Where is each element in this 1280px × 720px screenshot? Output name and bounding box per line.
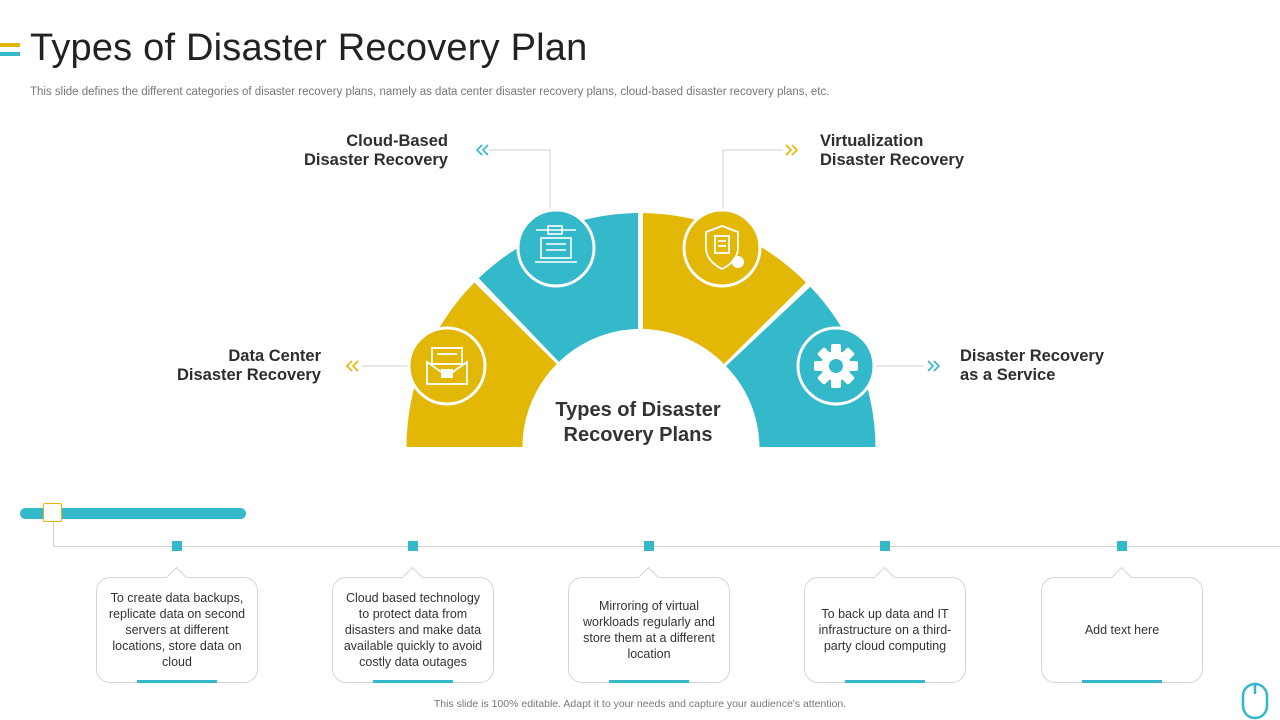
connector-virtualization (722, 149, 783, 210)
label-data-center: Data Center Disaster Recovery (176, 347, 321, 384)
card-accent (1082, 680, 1162, 683)
timeline-node (644, 541, 654, 551)
card-accent (845, 680, 925, 683)
card-placeholder[interactable]: Add text here (1041, 577, 1203, 683)
label-virtualization: Virtualization Disaster Recovery (820, 132, 965, 169)
timeline-node (880, 541, 890, 551)
mouse-icon (1241, 682, 1269, 720)
recovery-semicircle-diagram (345, 144, 941, 447)
timeline-node (172, 541, 182, 551)
timeline-connector (53, 522, 54, 547)
center-title: Types of Disaster Recovery Plans (555, 399, 721, 446)
title-accent-gold (0, 43, 20, 47)
envelope-lock-icon (407, 326, 487, 406)
card-text: To create data backups, replicate data o… (108, 591, 246, 669)
timeline-node (408, 541, 418, 551)
chevron-right-icon (785, 144, 799, 156)
gear-icon (796, 326, 876, 406)
card-cloud-based: Cloud based technology to protect data f… (332, 577, 494, 683)
timeline-node (1117, 541, 1127, 551)
label-service: Disaster Recovery as a Service (960, 347, 1105, 384)
card-data-center: To create data backups, replicate data o… (96, 577, 258, 683)
card-accent (373, 680, 453, 683)
card-text: Mirroring of virtual workloads regularly… (582, 599, 715, 661)
chevron-left-icon (475, 144, 489, 156)
page-subtitle: This slide defines the different categor… (30, 86, 830, 98)
connector-cloud (489, 149, 551, 210)
card-accent (137, 680, 217, 683)
card-text: Cloud based technology to protect data f… (343, 591, 483, 669)
chevron-left-icon (345, 360, 359, 372)
footer-note: This slide is 100% editable. Adapt it to… (433, 698, 847, 710)
cloud-server-icon (516, 208, 596, 288)
timeline-slider-track[interactable] (20, 508, 246, 519)
card-text[interactable]: Add text here (1084, 623, 1160, 637)
card-accent (609, 680, 689, 683)
card-service: To back up data and IT infrastructure on… (804, 577, 966, 683)
label-cloud-based: Cloud-Based Disaster Recovery (303, 132, 448, 169)
timeline-line (53, 546, 1280, 547)
card-text: To back up data and IT infrastructure on… (818, 607, 952, 653)
timeline-slider-handle[interactable] (43, 503, 62, 522)
page-title: Types of Disaster Recovery Plan (30, 27, 588, 69)
shield-document-icon (682, 208, 762, 288)
card-virtualization: Mirroring of virtual workloads regularly… (568, 577, 730, 683)
title-accent-teal (0, 52, 20, 56)
chevron-right-icon (927, 360, 941, 372)
